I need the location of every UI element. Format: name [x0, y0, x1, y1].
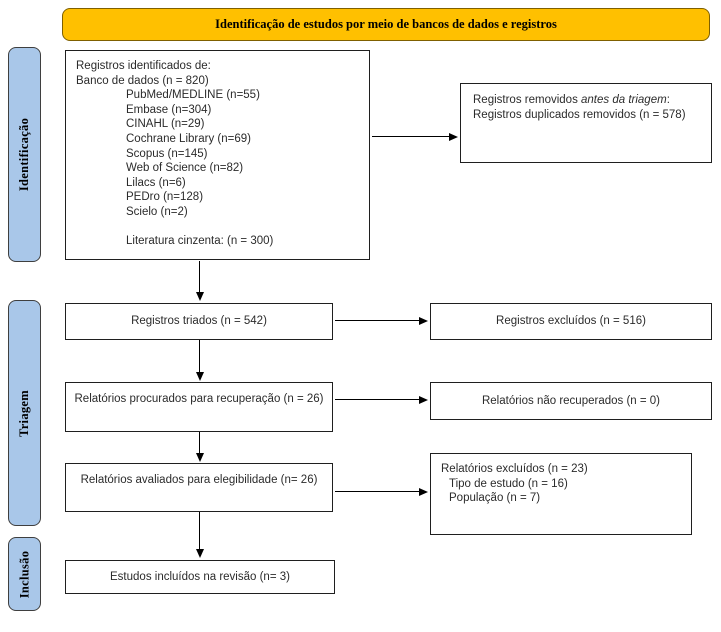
removed-text-suffix: : Registros duplicados removidos (n = 57… [473, 94, 686, 121]
records-screened-text: Registros triados (n = 542) [131, 315, 267, 328]
reports-assessed-box: Relatórios avaliados para elegibilidade … [65, 463, 333, 512]
arrow-shaft [372, 136, 451, 138]
identified-line: Literatura cinzenta: (n = 300) [126, 234, 274, 247]
records-removed-box: Registros removidos antes da triagem: Re… [460, 83, 712, 163]
identified-line: CINAHL (n=29) [126, 118, 205, 131]
records-screened-box: Registros triados (n = 542) [65, 303, 333, 340]
stage-label-inclusion: Inclusão [8, 537, 41, 611]
reports-excluded-line: População (n = 7) [449, 492, 541, 505]
removed-text-italic: antes da triagem [581, 94, 667, 106]
arrowhead-down-icon [195, 292, 204, 301]
arrow-shaft [199, 432, 201, 455]
studies-included-box: Estudos incluídos na revisão (n= 3) [65, 560, 335, 594]
records-identified-box: Registros identificados de: Banco de dad… [65, 50, 370, 260]
reports-not-retrieved-box: Relatórios não recuperados (n = 0) [430, 382, 712, 420]
arrowhead-down-icon [195, 372, 204, 381]
stage-label-identification-text: Identificação [17, 117, 31, 192]
identification-banner: Identificação de estudos por meio de ban… [62, 8, 710, 41]
stage-label-inclusion-text: Inclusão [17, 550, 31, 598]
reports-not-retrieved-text: Relatórios não recuperados (n = 0) [481, 394, 661, 407]
reports-excluded-line: Tipo de estudo (n = 16) [449, 477, 568, 490]
arrowhead-right-icon [449, 132, 458, 141]
identified-line: Lilacs (n=6) [126, 176, 186, 189]
arrow-shaft [199, 512, 201, 551]
reports-sought-text: Relatórios procurados para recuperação (… [74, 393, 324, 405]
identified-line: PubMed/MEDLINE (n=55) [126, 89, 260, 102]
identified-line: Cochrane Library (n=69) [126, 132, 251, 145]
identified-line: Registros identificados de: [76, 60, 211, 72]
arrowhead-right-icon [419, 395, 428, 404]
identified-line: Banco de dados (n = 820) [76, 74, 209, 87]
arrowhead-right-icon [419, 487, 428, 496]
reports-assessed-text: Relatórios avaliados para elegibilidade … [80, 474, 318, 486]
stage-label-screening: Triagem [8, 300, 41, 526]
arrowhead-down-icon [195, 453, 204, 462]
stage-label-screening-text: Triagem [17, 389, 31, 437]
studies-included-text: Estudos incluídos na revisão (n= 3) [110, 570, 290, 583]
identified-line: PEDro (n=128) [126, 191, 204, 204]
reports-excluded-box: Relatórios excluídos (n = 23) Tipo de es… [430, 453, 692, 535]
identified-line: Scopus (n=145) [126, 147, 208, 160]
banner-title: Identificação de estudos por meio de ban… [215, 17, 557, 31]
records-excluded-text: Registros excluídos (n = 516) [496, 315, 646, 328]
removed-text-prefix: Registros removidos [473, 94, 582, 106]
stage-label-identification: Identificação [8, 47, 41, 262]
arrow-shaft [335, 491, 421, 493]
arrow-shaft [199, 261, 201, 294]
identified-line: Embase (n=304) [126, 103, 212, 116]
arrow-shaft [335, 320, 421, 322]
records-excluded-box: Registros excluídos (n = 516) [430, 303, 712, 340]
reports-sought-box: Relatórios procurados para recuperação (… [65, 382, 333, 432]
reports-excluded-line: Relatórios excluídos (n = 23) [441, 463, 588, 475]
arrowhead-down-icon [195, 549, 204, 558]
arrow-shaft [335, 399, 421, 401]
arrow-shaft [199, 340, 201, 374]
arrowhead-right-icon [419, 316, 428, 325]
identified-line: Web of Science (n=82) [126, 162, 244, 175]
identified-line: Scielo (n=2) [126, 205, 188, 218]
